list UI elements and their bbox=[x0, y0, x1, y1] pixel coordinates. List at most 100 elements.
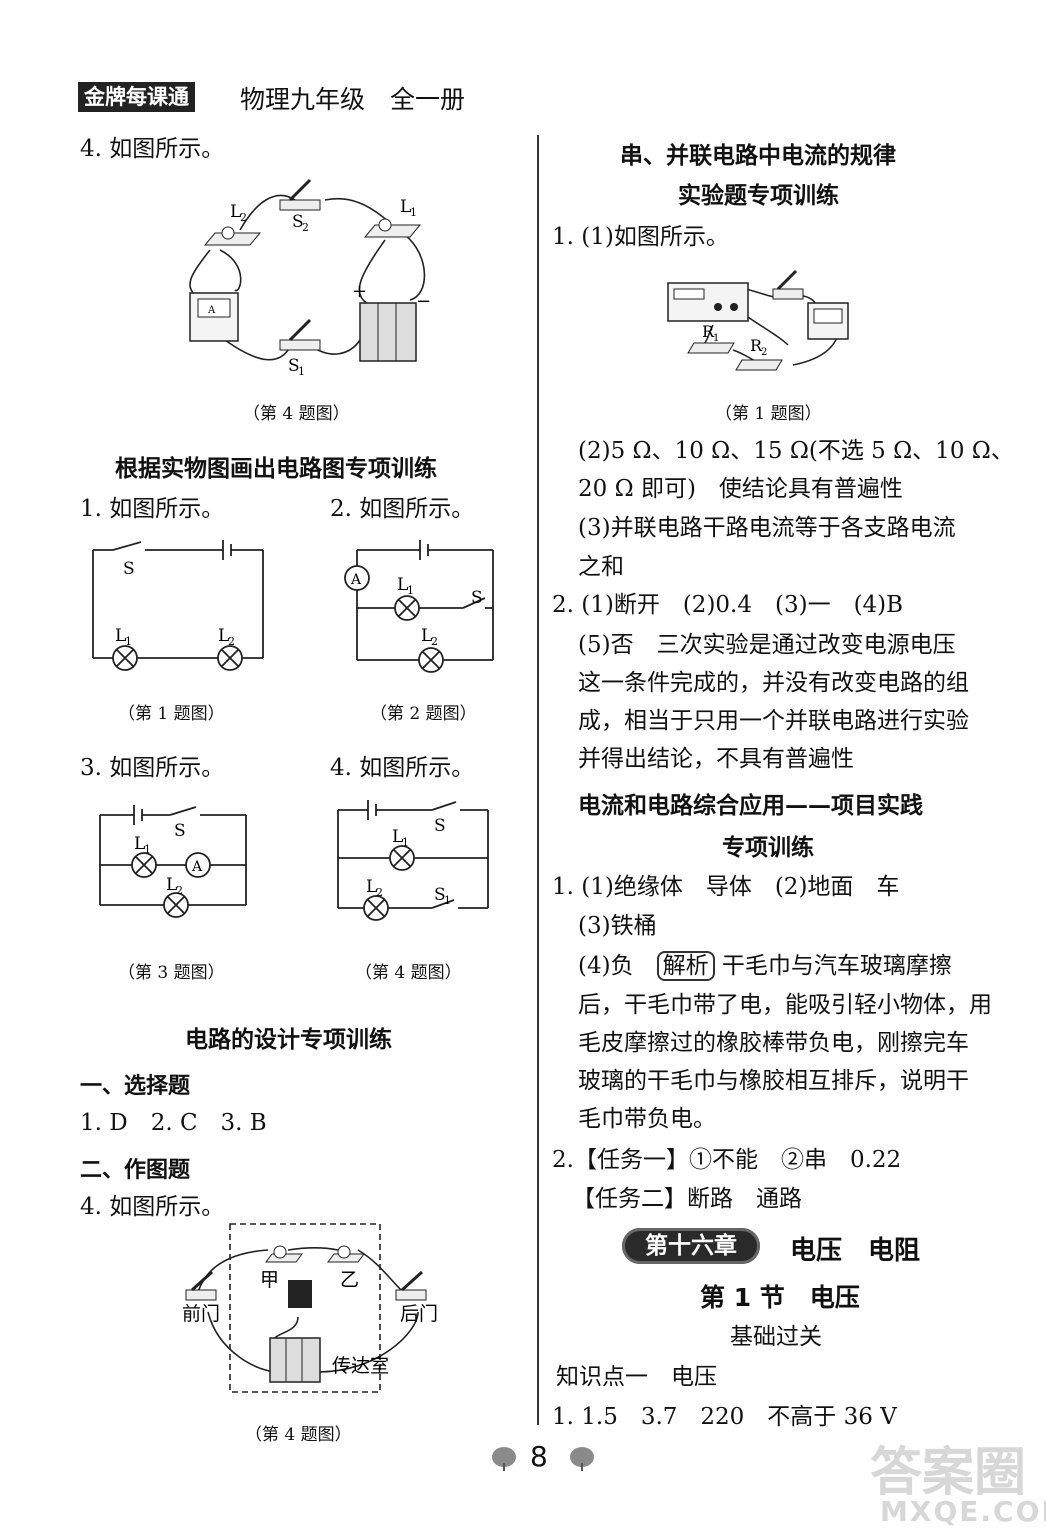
svg-text:1: 1 bbox=[125, 635, 132, 648]
r-q1-l3: 20 Ω 即可) 使结论具有普遍性 bbox=[578, 476, 903, 502]
experiment-figure: R 1 R 2 bbox=[667, 269, 849, 371]
r-q1-l4: (3)并联电路干路电流等于各支路电流 bbox=[578, 515, 956, 541]
part1-heading: 一、选择题 bbox=[80, 1074, 191, 1099]
circuit-diagram-4: S L 1 L 2 S 1 bbox=[337, 800, 489, 921]
s1-q1-caption: （第 1 题图） bbox=[118, 704, 225, 724]
svg-text:A: A bbox=[191, 859, 203, 875]
svg-text:甲: 甲 bbox=[260, 1269, 279, 1291]
svg-text:2: 2 bbox=[302, 221, 309, 234]
section2-title: 电路的设计专项训练 bbox=[185, 1027, 392, 1053]
r-q1-caption: （第 1 题图） bbox=[715, 404, 822, 424]
r-q2-l5: 并得出结论，不具有普遍性 bbox=[578, 746, 854, 772]
section-title: 第 1 节 电压 bbox=[700, 1283, 860, 1312]
page-number: 8 bbox=[530, 1440, 548, 1473]
svg-text:2: 2 bbox=[240, 211, 247, 224]
label-S2: S bbox=[292, 212, 304, 232]
physical-circuit-figure: L 2 S 2 L 1 S 1 + − A bbox=[189, 178, 431, 378]
right-title-2: 实验题专项训练 bbox=[678, 183, 839, 209]
svg-text:1: 1 bbox=[444, 894, 451, 907]
svg-text:2: 2 bbox=[761, 347, 767, 358]
svg-text:1: 1 bbox=[298, 365, 305, 378]
knowledge-point: 知识点一 电压 bbox=[556, 1364, 717, 1390]
watermark-url: MXQE.COM bbox=[880, 1495, 1046, 1528]
svg-text:R: R bbox=[750, 336, 763, 355]
svg-text:乙: 乙 bbox=[340, 1269, 359, 1291]
svg-text:1: 1 bbox=[402, 836, 409, 849]
design-q4-text: 4. 如图所示。 bbox=[80, 1194, 225, 1220]
design-circuit-figure: 前门 后门 甲 乙 传达室 bbox=[182, 1223, 438, 1393]
r-q3-l1: 1. (1)绝缘体 导体 (2)地面 车 bbox=[552, 874, 900, 900]
svg-text:L: L bbox=[134, 834, 145, 854]
r-q2-l2: (5)否 三次实验是通过改变电源电压 bbox=[578, 632, 956, 658]
s1-q3-text: 3. 如图所示。 bbox=[80, 755, 225, 781]
svg-text:前门: 前门 bbox=[182, 1303, 220, 1325]
footer-leaf-icon-left bbox=[492, 1447, 516, 1471]
circuit-diagram-1: S L 1 L 2 bbox=[92, 540, 264, 671]
s1-q1-text: 1. 如图所示。 bbox=[80, 496, 225, 522]
choice-answers: 1. D 2. C 3. B bbox=[80, 1110, 267, 1136]
svg-text:L: L bbox=[115, 626, 126, 646]
svg-text:2: 2 bbox=[376, 886, 383, 899]
r-q4-l2: 【任务二】断路 通路 bbox=[572, 1186, 802, 1212]
svg-text:A: A bbox=[207, 305, 216, 316]
r-q2-l3: 这一条件完成的，并没有改变电路的组 bbox=[578, 670, 969, 696]
svg-text:+: + bbox=[352, 281, 367, 302]
svg-text:L: L bbox=[366, 877, 377, 897]
section1-title: 根据实物图画出电路图专项训练 bbox=[115, 456, 437, 482]
svg-text:S: S bbox=[123, 559, 135, 579]
svg-text:L: L bbox=[392, 827, 403, 847]
svg-text:S: S bbox=[471, 588, 483, 608]
r-q3-l5: 毛皮摩擦过的橡胶棒带负电，刚擦完车 bbox=[578, 1030, 969, 1056]
part2-heading: 二、作图题 bbox=[80, 1158, 191, 1183]
s1-q2-caption: （第 2 题图） bbox=[370, 704, 477, 724]
r-q3-l7: 毛巾带负电。 bbox=[578, 1106, 716, 1132]
svg-text:传达室: 传达室 bbox=[332, 1355, 389, 1377]
watermark-logo: 答案圈 bbox=[870, 1443, 1027, 1503]
subject-title: 物理九年级 全一册 bbox=[240, 85, 466, 114]
svg-text:S: S bbox=[434, 816, 446, 836]
circuit-diagram-3: S L 1 A L 2 bbox=[99, 805, 247, 918]
r-q3-l2: (3)铁桶 bbox=[578, 913, 657, 939]
analysis-tag: 解析 bbox=[656, 951, 715, 981]
svg-text:1: 1 bbox=[407, 584, 414, 597]
svg-text:−: − bbox=[416, 291, 431, 312]
s1-q4-caption: （第 4 题图） bbox=[355, 963, 462, 983]
svg-text:1: 1 bbox=[713, 333, 719, 344]
svg-text:S: S bbox=[434, 885, 446, 905]
design-q4-caption: （第 4 题图） bbox=[245, 1425, 352, 1445]
label-L2: L bbox=[230, 202, 241, 222]
svg-text:后门: 后门 bbox=[400, 1303, 438, 1325]
svg-text:S: S bbox=[174, 821, 186, 841]
q4-top-text: 4. 如图所示。 bbox=[80, 136, 225, 162]
svg-text:2: 2 bbox=[431, 635, 438, 648]
sub-heading: 基础过关 bbox=[730, 1324, 822, 1350]
right-title-3: 电流和电路综合应用——项目实践 bbox=[578, 793, 923, 819]
svg-text:R: R bbox=[702, 322, 715, 341]
svg-text:L: L bbox=[166, 875, 177, 895]
r-q1-l5: 之和 bbox=[578, 554, 624, 580]
chapter-badge: 第十六章 bbox=[622, 1228, 760, 1264]
s1-q3-caption: （第 3 题图） bbox=[118, 963, 225, 983]
r-q1-l2: (2)5 Ω、10 Ω、15 Ω(不选 5 Ω、10 Ω、 bbox=[578, 438, 1014, 464]
svg-text:L: L bbox=[421, 626, 432, 646]
r-q2-l1: 2. (1)断开 (2)0.4 (3)一 (4)B bbox=[552, 592, 904, 618]
svg-text:1: 1 bbox=[410, 206, 417, 219]
s1-q2-text: 2. 如图所示。 bbox=[330, 496, 475, 522]
r-q3-l4: 后，干毛巾带了电，能吸引轻小物体，用 bbox=[578, 992, 992, 1018]
r-q3-l6: 玻璃的干毛巾与橡胶相互排斥，说明干 bbox=[578, 1068, 969, 1094]
svg-text:1: 1 bbox=[144, 843, 151, 856]
s1-q4-text: 4. 如图所示。 bbox=[330, 755, 475, 781]
brand-label: 金牌每课通 bbox=[78, 82, 195, 112]
r-q1-line1: 1. (1)如图所示。 bbox=[552, 224, 729, 250]
last-answer-line: 1. 1.5 3.7 220 不高于 36 V bbox=[552, 1404, 897, 1430]
circuit-diagram-2: A L 1 S L 2 bbox=[344, 540, 494, 673]
r-q3-l3: (4)负 解析 干毛巾与汽车玻璃摩擦 bbox=[578, 951, 952, 981]
chapter-title: 电压 电阻 bbox=[790, 1236, 921, 1266]
svg-text:L: L bbox=[218, 626, 229, 646]
footer-leaf-icon-right bbox=[570, 1447, 594, 1471]
right-title-4: 专项训练 bbox=[722, 835, 814, 861]
r-q2-l4: 成，相当于只用一个并联电路进行实验 bbox=[578, 708, 969, 734]
column-divider bbox=[537, 135, 539, 1425]
svg-text:L: L bbox=[397, 575, 408, 595]
svg-text:A: A bbox=[350, 572, 362, 588]
